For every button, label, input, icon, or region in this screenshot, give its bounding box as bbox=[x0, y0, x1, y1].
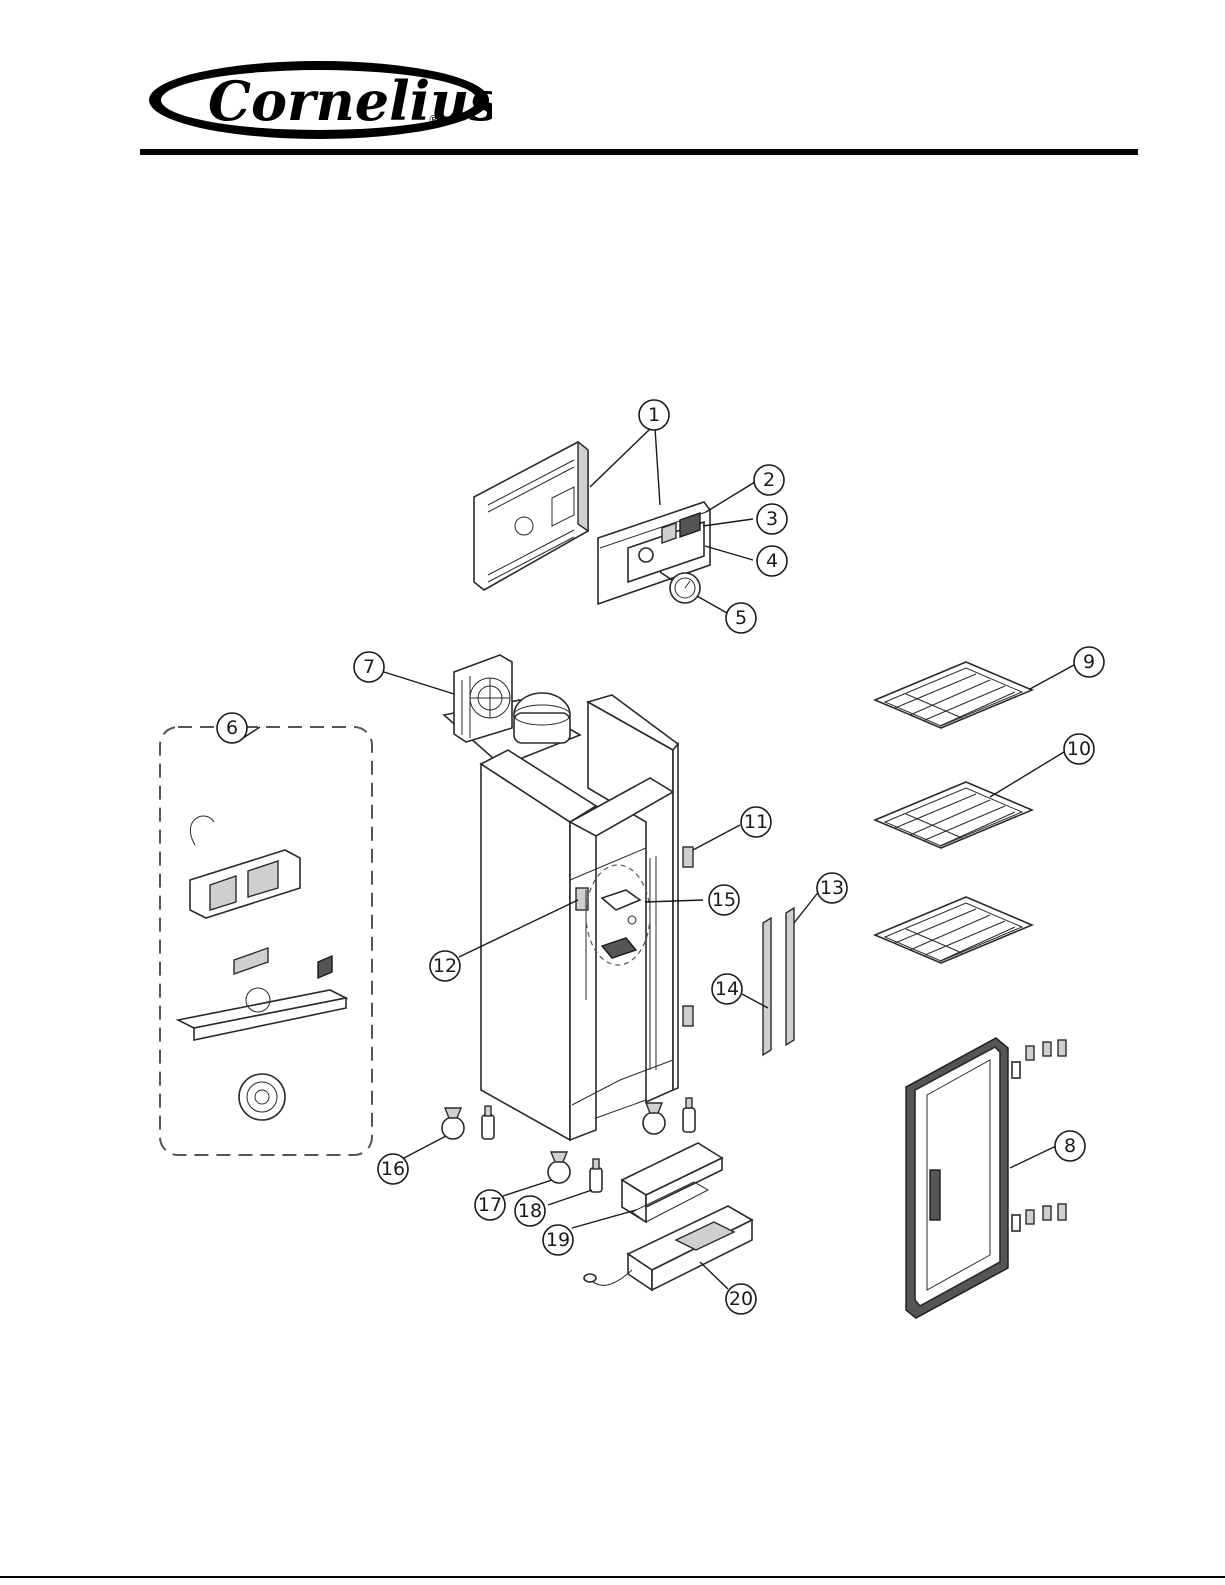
svg-text:3: 3 bbox=[766, 508, 778, 530]
callout-6: 6 bbox=[217, 713, 247, 743]
footer-rule bbox=[0, 1576, 1225, 1578]
caster-front bbox=[548, 1152, 570, 1183]
svg-text:16: 16 bbox=[381, 1158, 405, 1180]
svg-text:15: 15 bbox=[712, 889, 736, 911]
svg-text:2: 2 bbox=[763, 469, 775, 491]
svg-text:10: 10 bbox=[1067, 738, 1091, 760]
callout-10: 10 bbox=[1064, 734, 1094, 764]
electrical-box bbox=[584, 1206, 752, 1290]
svg-text:18: 18 bbox=[518, 1200, 542, 1222]
condensing-unit bbox=[444, 655, 580, 766]
leg-left bbox=[482, 1106, 494, 1139]
top-panel-front bbox=[474, 442, 588, 590]
svg-text:19: 19 bbox=[546, 1229, 570, 1251]
callout-20: 20 bbox=[726, 1284, 756, 1314]
svg-text:7: 7 bbox=[363, 656, 375, 678]
callout-17: 17 bbox=[475, 1190, 505, 1220]
callout-14: 14 bbox=[712, 974, 742, 1004]
mounting-bracket bbox=[622, 1143, 722, 1222]
callout-19: 19 bbox=[543, 1225, 573, 1255]
callout-11: 11 bbox=[741, 807, 771, 837]
svg-text:4: 4 bbox=[766, 550, 778, 572]
evaporator-assembly bbox=[160, 727, 372, 1155]
callout-1: 1 bbox=[639, 400, 669, 430]
callout-5: 5 bbox=[726, 603, 756, 633]
caster-left bbox=[442, 1108, 464, 1139]
svg-text:6: 6 bbox=[226, 717, 238, 739]
shelf-standards bbox=[763, 908, 794, 1055]
callout-7: 7 bbox=[354, 652, 384, 682]
svg-text:11: 11 bbox=[744, 811, 768, 833]
svg-text:12: 12 bbox=[433, 955, 457, 977]
callout-13: 13 bbox=[817, 873, 847, 903]
svg-text:17: 17 bbox=[478, 1194, 502, 1216]
wire-shelf-upper bbox=[875, 662, 1032, 728]
caster-right bbox=[643, 1103, 665, 1134]
svg-text:1: 1 bbox=[648, 404, 660, 426]
callout-16: 16 bbox=[378, 1154, 408, 1184]
callout-12: 12 bbox=[430, 951, 460, 981]
svg-text:8: 8 bbox=[1064, 1135, 1076, 1157]
cabinet-body bbox=[481, 695, 678, 1140]
svg-text:5: 5 bbox=[735, 607, 747, 629]
wire-shelf-middle bbox=[875, 782, 1032, 848]
svg-text:20: 20 bbox=[729, 1288, 753, 1310]
callout-15: 15 bbox=[709, 885, 739, 915]
leg-right bbox=[683, 1098, 695, 1132]
svg-text:9: 9 bbox=[1083, 651, 1095, 673]
leg-front bbox=[590, 1159, 602, 1192]
cabinet-hinge-brackets bbox=[683, 847, 693, 1026]
callout-3: 3 bbox=[757, 504, 787, 534]
glass-door bbox=[906, 1038, 1066, 1318]
thermometer-gauge bbox=[660, 572, 700, 603]
callout-8: 8 bbox=[1055, 1131, 1085, 1161]
svg-text:14: 14 bbox=[715, 978, 739, 1000]
svg-text:13: 13 bbox=[820, 877, 844, 899]
callout-18: 18 bbox=[515, 1196, 545, 1226]
callout-2: 2 bbox=[754, 465, 784, 495]
callout-9: 9 bbox=[1074, 647, 1104, 677]
callout-4: 4 bbox=[757, 546, 787, 576]
wire-shelf-lower bbox=[875, 897, 1032, 963]
